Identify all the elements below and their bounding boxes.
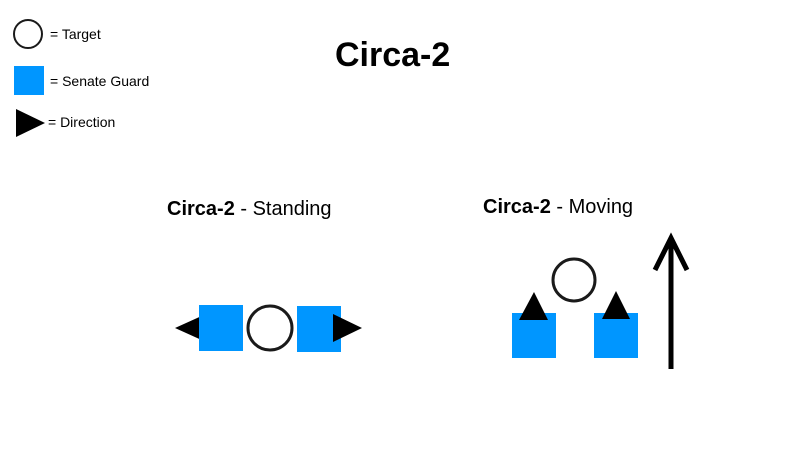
right-direction-icon <box>333 314 362 342</box>
left-guard <box>199 305 243 351</box>
legend-guard-label: = Senate Guard <box>50 73 150 89</box>
left-direction-icon <box>175 314 206 342</box>
up-arrow-icon <box>652 232 690 369</box>
moving-heading-name: Circa-2 <box>483 196 551 218</box>
right-direction-icon <box>602 291 630 319</box>
legend-target-label: = Target <box>50 26 101 42</box>
right-guard <box>594 313 638 358</box>
triangle-icon <box>16 109 45 137</box>
standing-target <box>246 304 294 352</box>
circle-icon <box>13 19 43 49</box>
moving-heading-label: - Moving <box>550 196 634 218</box>
moving-heading: Circa-2 - Moving <box>483 196 633 219</box>
standing-heading-label: - Standing <box>234 198 332 220</box>
legend-direction-label: = Direction <box>48 114 116 130</box>
page-title: Circa-2 <box>335 36 451 74</box>
square-icon <box>14 66 44 95</box>
standing-heading: Circa-2 - Standing <box>167 198 332 221</box>
standing-heading-name: Circa-2 <box>167 198 235 220</box>
moving-target <box>551 257 597 303</box>
left-guard <box>512 313 556 358</box>
left-direction-icon <box>519 292 548 320</box>
